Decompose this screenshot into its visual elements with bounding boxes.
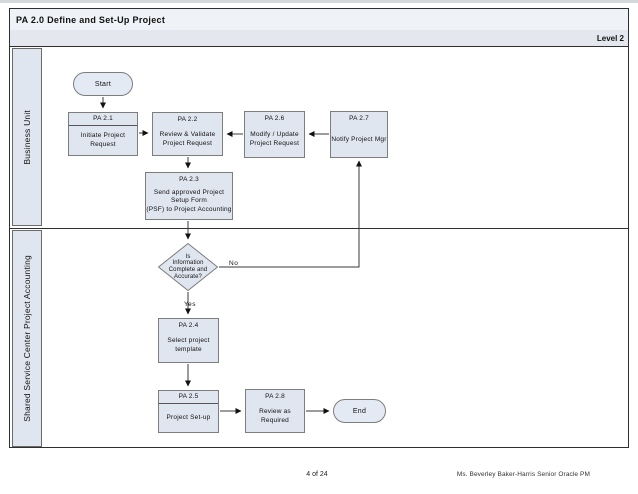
node-label-line: Required [261,416,289,424]
page-number: 4 of 24 [306,471,328,478]
decision-information-complete-accurate: Is Information Complete and Accurate? [157,242,219,292]
process-pa2-2-review-validate-project-request: PA 2.2 Review & Validate Project Request [152,112,223,156]
process-pa2-8-review-as-required: PA 2.8 Review as Required [245,389,305,433]
node-body: Initiate Project Request [69,126,137,155]
terminator-end: End [333,399,386,423]
diamond-shape [157,242,219,292]
node-label-line: Project Request [249,140,300,147]
edge-label-yes: Yes [183,301,197,308]
swimlane-label-strip: Business Unit [12,48,42,226]
node-code: PA 2.5 [159,391,218,404]
node-label: End [352,407,367,415]
edge-label-no: No [229,260,239,267]
node-label-line: Project Set-up [166,413,211,421]
process-pa2-3-send-psf-to-project-accounting: PA 2.3 Send approved Project Setup Form … [145,172,233,220]
flowchart-area: Business Unit Shared Service Center Proj… [9,46,629,448]
node-body: Project Set-up [159,404,218,432]
process-pa2-7-notify-project-mgr: PA 2.7 Notify Project Mgr [330,111,388,158]
page-top-edge [0,0,638,3]
swimlane-shared-service-center: Shared Service Center Project Accounting [10,229,628,449]
node-label-line: Is [185,253,191,260]
node-label-line: Modify / Update [250,131,299,139]
level-badge: Level 2 [596,33,624,43]
swimlane-label: Business Unit [22,109,32,165]
node-label-line: Request [90,140,116,148]
node-code: PA 2.2 [177,116,198,123]
node-body: Select project template [159,330,218,362]
author-credit: Ms. Beverley Baker-Harris Senior Oracle … [456,471,590,478]
node-body: Review as Required [246,401,304,432]
node-label-line: (PSF) to Project Accounting [146,205,232,213]
node-code: PA 2.1 [69,113,137,126]
node-code: PA 2.8 [265,393,285,400]
swimlane-label: Shared Service Center Project Accounting [22,255,32,422]
node-body: Send approved Project Setup Form (PSF) t… [146,184,232,219]
page-title: PA 2.0 Define and Set-Up Project [16,14,166,25]
process-pa2-4-select-project-template: PA 2.4 Select project template [158,318,219,363]
node-code: PA 2.6 [264,115,285,122]
node-label-line: Select project [167,337,210,345]
terminator-start: Start [73,72,133,96]
node-label-line: Project Request [162,139,213,147]
node-label-line: Review as [259,407,291,415]
process-pa2-6-modify-update-project-request: PA 2.6 Modify / Update Project Request [244,111,305,158]
node-code: PA 2.3 [179,176,199,183]
swimlane-label-strip: Shared Service Center Project Accounting [12,230,42,447]
process-pa2-1-initiate-project-request: PA 2.1 Initiate Project Request [68,112,138,156]
node-label-line: Information [172,260,204,267]
node-body: Review & Validate Project Request [153,124,222,155]
node-body: Notify Project Mgr [331,123,387,157]
process-pa2-5-project-set-up: PA 2.5 Project Set-up [158,390,219,433]
node-label-line: Complete and [168,267,208,273]
node-body: Modify / Update Project Request [245,123,304,157]
diagram-level-bar: Level 2 [9,30,629,47]
node-label-line: template [175,346,202,353]
node-code: PA 2.4 [178,322,199,329]
node-label-line: Initiate Project [80,131,126,139]
node-label-line: Setup Form [171,197,207,205]
node-label-line: Send approved Project [153,188,225,196]
node-label-line: Review & Validate [159,130,216,138]
node-label-line: Notify Project Mgr [331,135,387,143]
diagram-title-bar: PA 2.0 Define and Set-Up Project [9,8,629,31]
node-label-line: Accurate? [174,273,202,280]
node-label: Start [94,80,112,88]
node-code: PA 2.7 [349,115,369,122]
node-body: Is Information Complete and Accurate? [158,243,218,291]
